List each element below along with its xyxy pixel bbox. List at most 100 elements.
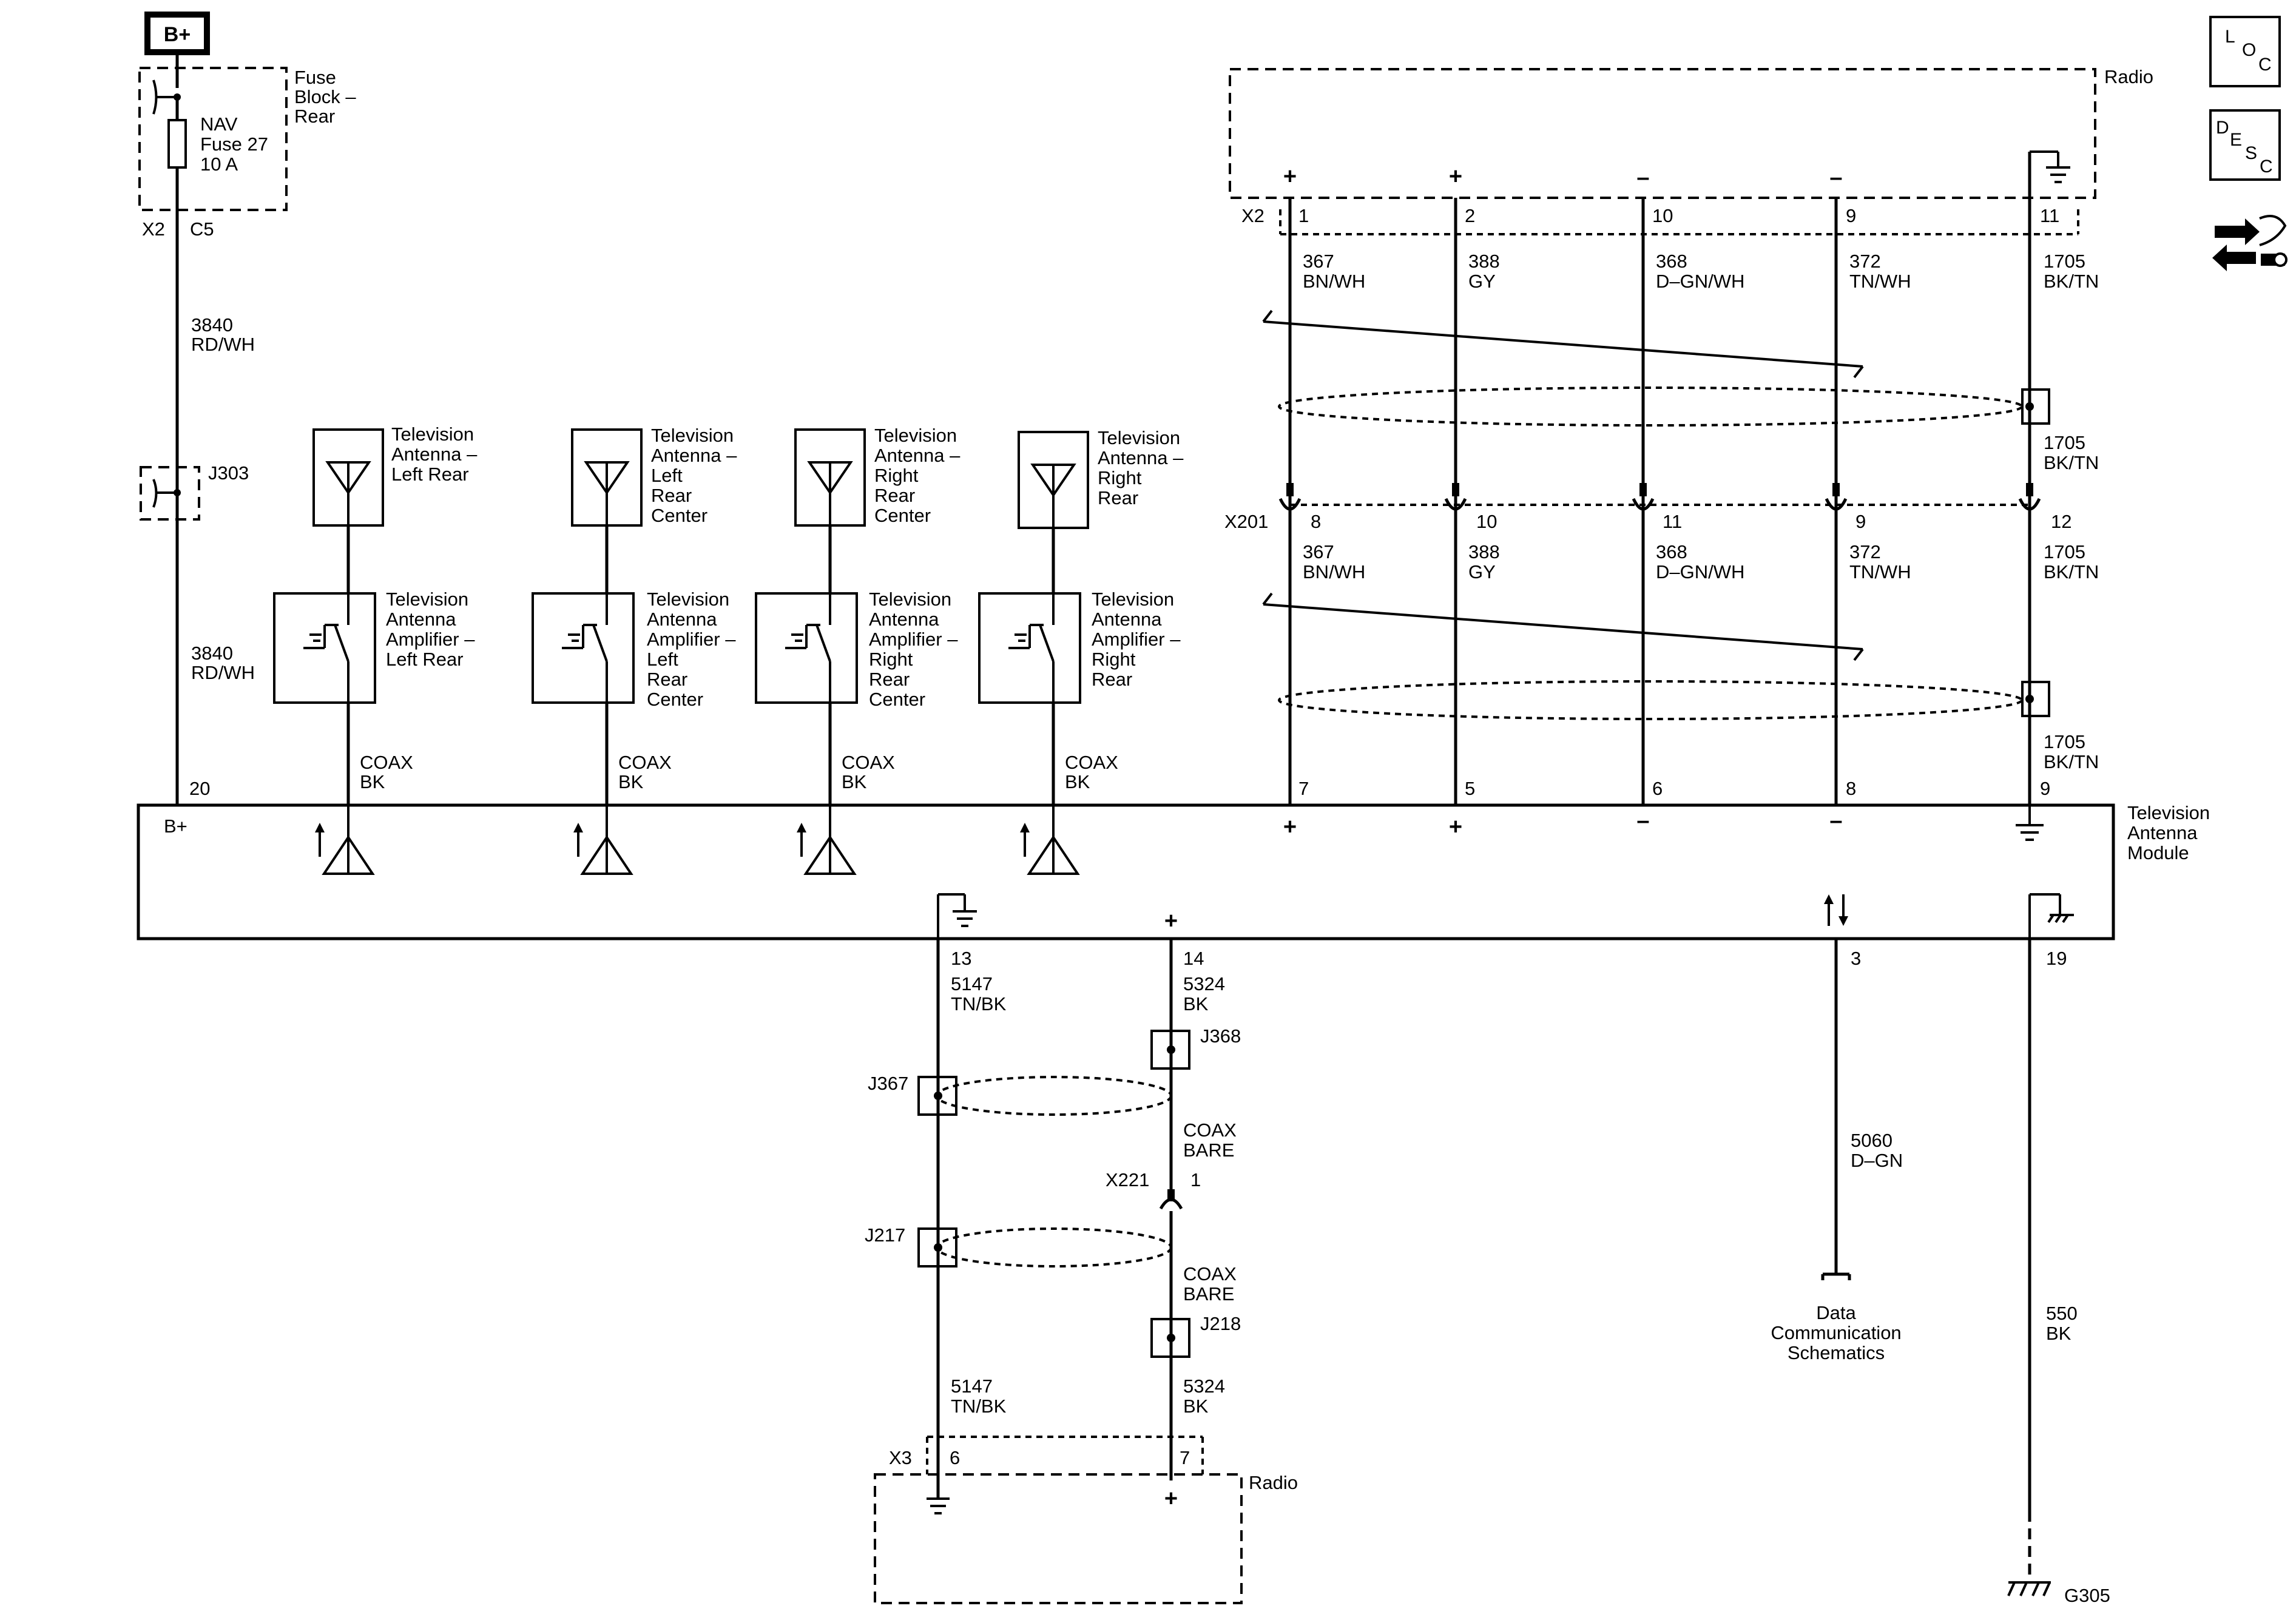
inline-connector-x201: X201 8 10 11 9 12	[1224, 483, 2071, 532]
color-label: BK	[1183, 1396, 1209, 1417]
color-label: TN/BK	[951, 993, 1007, 1014]
shield-upper: 1705 BK/TN	[1262, 309, 2099, 473]
x221-label: X221	[1106, 1169, 1149, 1190]
module-pin: 3	[1851, 948, 1861, 969]
switch-icon	[592, 624, 608, 662]
desc-icon-letter: E	[2230, 130, 2242, 150]
fuse-connector: X2	[142, 218, 165, 240]
color-label: BK	[1183, 993, 1209, 1014]
desc-icon-letter: S	[2245, 143, 2257, 163]
amplifier-label: Antenna	[869, 609, 939, 630]
polarity-top-1: +	[1283, 164, 1297, 189]
amplifier-label: Amplifier –	[869, 629, 958, 650]
television-antenna-module: Television Antenna Module B+	[137, 802, 2210, 940]
data-destination: Data	[1816, 1302, 1856, 1323]
amplifier-label: Television	[647, 589, 729, 610]
radio-top-pin-1: 1	[1298, 205, 1309, 226]
circuit-label: 372	[1849, 251, 1881, 272]
radio-top-connector: X2	[1241, 205, 1264, 226]
desc-icon-letter: D	[2216, 118, 2229, 138]
splice-j367	[917, 1076, 957, 1116]
radio-bottom-pin: 7	[1180, 1447, 1190, 1468]
circuit-label: 1705	[2044, 251, 2085, 272]
polarity-top-2: +	[1449, 164, 1462, 189]
cable-label: COAX	[618, 752, 672, 773]
amplifier-label: Rear	[869, 669, 910, 690]
splice-j303: J303	[208, 462, 249, 484]
antenna-label: Right	[874, 465, 919, 486]
fuse-block-name-3: Rear	[294, 106, 335, 127]
polarity-top-3: –	[1636, 165, 1649, 191]
loc-icon[interactable]: L O C	[2209, 16, 2281, 87]
cable-label: BK	[842, 771, 867, 792]
cable-label: COAX	[1065, 752, 1118, 773]
fuse-pin: C5	[190, 218, 214, 240]
x201-pin: 11	[1663, 511, 1682, 532]
module-bplus-pin: 20	[189, 778, 210, 799]
connector-tool-icon[interactable]	[2212, 215, 2288, 271]
x201-pin: 8	[1311, 511, 1321, 532]
splice-label: J218	[1200, 1313, 1241, 1334]
module-pin: 19	[2046, 948, 2067, 969]
amplifier-label: Center	[869, 689, 925, 710]
color-label: BN/WH	[1303, 271, 1365, 292]
module-polarity: +	[1283, 814, 1297, 840]
color-label: GY	[1468, 271, 1496, 292]
antenna-label: Left Rear	[391, 464, 469, 485]
color-label: BK/TN	[2044, 452, 2099, 473]
circuit-label: 1705	[2044, 432, 2085, 453]
tv-antenna-right-rear-center: Television Antenna – Right Rear Center T…	[755, 425, 961, 804]
color-label: BK	[2046, 1323, 2071, 1344]
antenna-label: Center	[874, 505, 931, 526]
fuse-block-rear: Fuse Block – Rear NAV Fuse 27 10 A X2 C5	[138, 67, 356, 240]
color-label: BN/WH	[1303, 561, 1365, 582]
coax-label: COAX	[1183, 1263, 1237, 1284]
x221-pin: 1	[1190, 1169, 1201, 1190]
radio-bottom-polarity: +	[1164, 1486, 1178, 1511]
ground-g305: G305	[2064, 1585, 2110, 1606]
data-destination: Schematics	[1788, 1342, 1885, 1363]
module-polarity: +	[1449, 814, 1462, 840]
antenna-label: Antenna –	[391, 444, 478, 465]
cable-label: COAX	[842, 752, 895, 773]
color-label: D–GN/WH	[1656, 271, 1744, 292]
antenna-label: Television	[651, 425, 734, 446]
fuse-label-3: 10 A	[200, 154, 238, 175]
circuit-label: 550	[2046, 1303, 2078, 1324]
fuse-block-name-2: Block –	[294, 86, 356, 107]
color-label: TN/WH	[1849, 271, 1911, 292]
circuit-label: 368	[1656, 541, 1687, 562]
circuit-label: 5147	[951, 973, 993, 994]
module-pin: 7	[1298, 778, 1309, 799]
amplifier-label: Right	[869, 649, 913, 670]
module-polarity: +	[1164, 908, 1178, 934]
amplifier-label: Left Rear	[386, 649, 464, 670]
x201-pin: 10	[1476, 511, 1497, 532]
shield-j217-j218: J217 COAX BARE J218	[865, 1224, 1241, 1358]
antenna-label: Right	[1098, 467, 1142, 488]
x201-pin: 12	[2051, 511, 2071, 532]
switch-icon	[815, 624, 831, 662]
b-plus-color-lower: RD/WH	[191, 662, 255, 683]
antenna-label: Left	[651, 465, 683, 486]
antenna-label: Antenna –	[651, 445, 737, 466]
splice-j303-box	[140, 466, 200, 521]
radio-bottom-pin: 6	[950, 1447, 960, 1468]
radio-top-pin-5: 11	[2040, 205, 2059, 226]
desc-icon[interactable]: D E S C	[2209, 109, 2281, 181]
battery-label: B+	[164, 23, 191, 46]
radio-top-name: Radio	[2104, 66, 2153, 87]
antenna-label: Television	[391, 424, 474, 445]
amplifier-label: Center	[647, 689, 703, 710]
fuse-label-2: Fuse 27	[200, 133, 268, 155]
drain-splice-lower	[2021, 681, 2050, 717]
radio-bottom-connector: X3	[889, 1447, 912, 1468]
tv-antenna-right-rear: Television Antenna – Right Rear Televisi…	[978, 427, 1184, 804]
tv-antenna-left-rear-center: Television Antenna – Left Rear Center Te…	[532, 425, 737, 804]
radio-bottom-name: Radio	[1249, 1472, 1298, 1493]
color-label: BK/TN	[2044, 751, 2099, 772]
amplifier-label: Antenna	[386, 609, 456, 630]
circuit-label: 372	[1849, 541, 1881, 562]
